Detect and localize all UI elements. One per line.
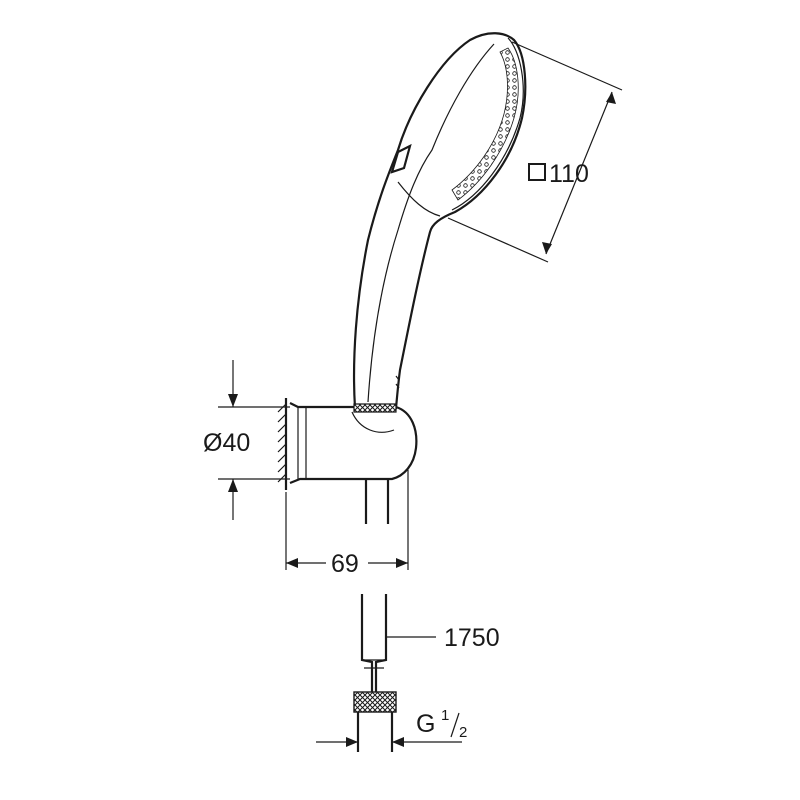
shower-head-joint [397,181,441,217]
hose-lower-outline [360,594,388,692]
hose-upper [364,479,390,524]
thread-label: G [416,710,435,738]
thread-fraction-slash [450,712,460,738]
hose-thread-end [356,712,394,752]
bracket-knurl-ring [353,403,397,413]
shower-spray-nozzles [451,47,519,201]
hand-shower-inner-line [367,43,495,403]
dimension-head-size: 110 [447,41,623,263]
hand-shower [352,32,527,410]
mount-diameter-label: Ø40 [203,429,250,457]
shower-head-face-edge [451,37,524,211]
dimension-mount-diameter: Ø40 [203,360,290,520]
wall-bracket [277,398,418,524]
thread-fraction-numerator: 1 [441,707,449,724]
hose-nut-knurled [353,691,397,713]
hose-length-label: 1750 [444,624,500,652]
wall-hatching [277,403,287,483]
dimension-mount-depth: 69 [285,470,409,578]
head-size-label: 110 [549,160,589,188]
dimension-hose-length: 1750 [386,624,500,652]
mount-depth-label: 69 [331,550,359,578]
hose-ferrule [362,659,386,669]
thread-fraction-denominator: 2 [459,724,467,741]
holder-curve [351,411,395,433]
spray-mode-button [390,143,412,174]
square-dimension-icon [528,163,546,181]
handle-marking [395,375,400,389]
dimension-thread: G 1 2 [316,707,467,747]
bracket-body [289,402,418,485]
hand-shower-outline [352,32,527,410]
hose-detail [353,594,397,752]
